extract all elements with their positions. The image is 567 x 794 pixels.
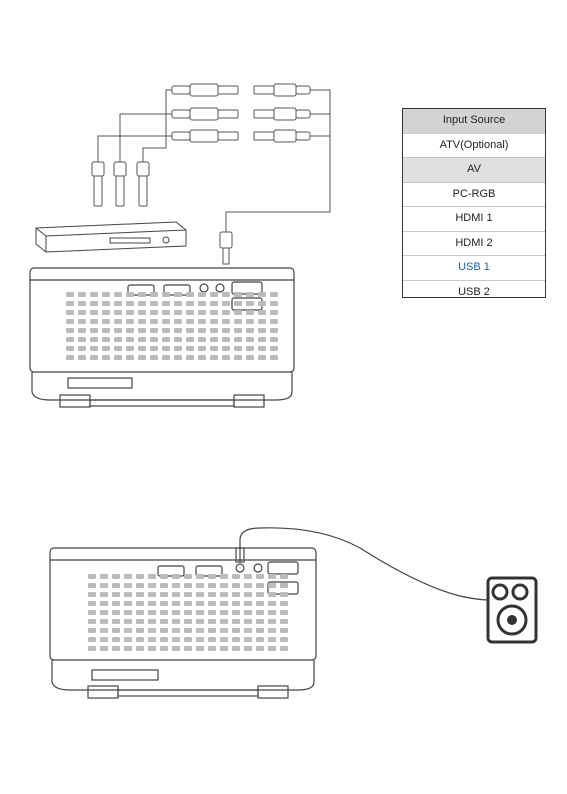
input-source-menu: Input Source ATV(Optional) AV PC-RGB HDM… <box>402 108 546 298</box>
dvd-player-icon <box>36 222 186 252</box>
menu-item-usb-1[interactable]: USB 1 <box>403 255 545 280</box>
menu-item-hdmi-2[interactable]: HDMI 2 <box>403 231 545 256</box>
projector-vent-grid <box>66 292 278 360</box>
menu-item-hdmi-1[interactable]: HDMI 1 <box>403 206 545 231</box>
menu-item-av[interactable]: AV <box>403 157 545 182</box>
projector-vent-grid <box>88 574 288 651</box>
rca-cable-icon <box>92 84 330 264</box>
audio-cable-icon <box>236 528 490 600</box>
menu-item-atv[interactable]: ATV(Optional) <box>403 133 545 158</box>
menu-item-usb-2[interactable]: USB 2 <box>403 280 545 305</box>
speaker-icon <box>488 578 536 642</box>
menu-item-pc-rgb[interactable]: PC-RGB <box>403 182 545 207</box>
menu-title: Input Source <box>403 109 545 133</box>
